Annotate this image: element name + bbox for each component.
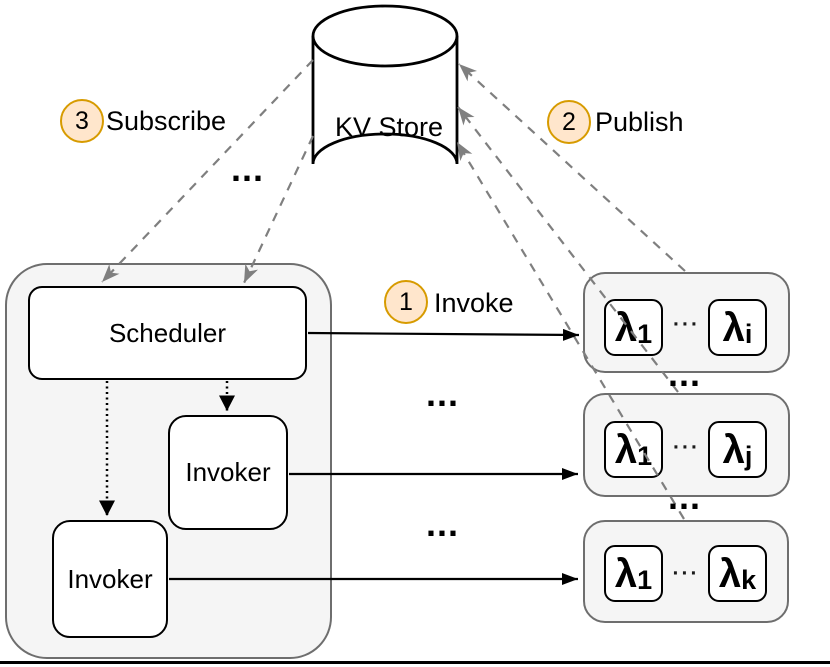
- subscribe-arrow-1: [101, 59, 314, 283]
- invoke-arrow: [307, 328, 580, 341]
- lambda-symbol: λ: [718, 551, 742, 596]
- step-number: 2: [562, 107, 576, 136]
- lambda-subscript: i: [744, 319, 753, 349]
- invoker-label: Invoker: [67, 563, 153, 594]
- kv-store-cylinder-top: [311, 4, 459, 68]
- ellipsis-middle-2: ...: [426, 503, 460, 544]
- ellipsis-kv-left: ...: [231, 148, 265, 189]
- bottom-border: [0, 661, 830, 664]
- step-label-invoke: Invoke: [434, 288, 514, 318]
- publish-arrow-1: [458, 63, 686, 272]
- lambda-subscript: 1: [637, 565, 653, 595]
- step-number: 1: [399, 287, 413, 316]
- step-label-publish: Publish: [595, 107, 684, 137]
- ellipsis-pools-1: ...: [668, 353, 702, 394]
- step-badge-invoke: 1: [384, 280, 428, 324]
- step-number: 3: [75, 106, 89, 135]
- step-label-subscribe: Subscribe: [106, 106, 227, 136]
- kv-store-cylinder-body: [311, 36, 459, 165]
- lambda-symbol: λ: [614, 551, 638, 596]
- invoker-box-2: Invoker: [52, 520, 168, 638]
- step-badge-publish: 2: [547, 100, 591, 144]
- scheduler-label: Scheduler: [108, 317, 227, 348]
- kv-store-label: KV Store: [334, 112, 444, 142]
- lambda-subscript: j: [744, 441, 753, 471]
- lambda-symbol: λ: [722, 427, 745, 472]
- invoker-label: Invoker: [185, 457, 271, 487]
- ellipsis-middle-1: ...: [426, 373, 460, 414]
- ellipsis-pools-2: ...: [668, 476, 702, 517]
- scheduler-box: Scheduler: [28, 286, 307, 380]
- lambda-symbol: λ: [722, 305, 745, 350]
- step-badge-subscribe: 3: [60, 99, 104, 143]
- invoker-box-1: Invoker: [168, 415, 288, 530]
- pool-ellipsis: ···: [672, 562, 700, 586]
- lambda-subscript: k: [741, 565, 757, 595]
